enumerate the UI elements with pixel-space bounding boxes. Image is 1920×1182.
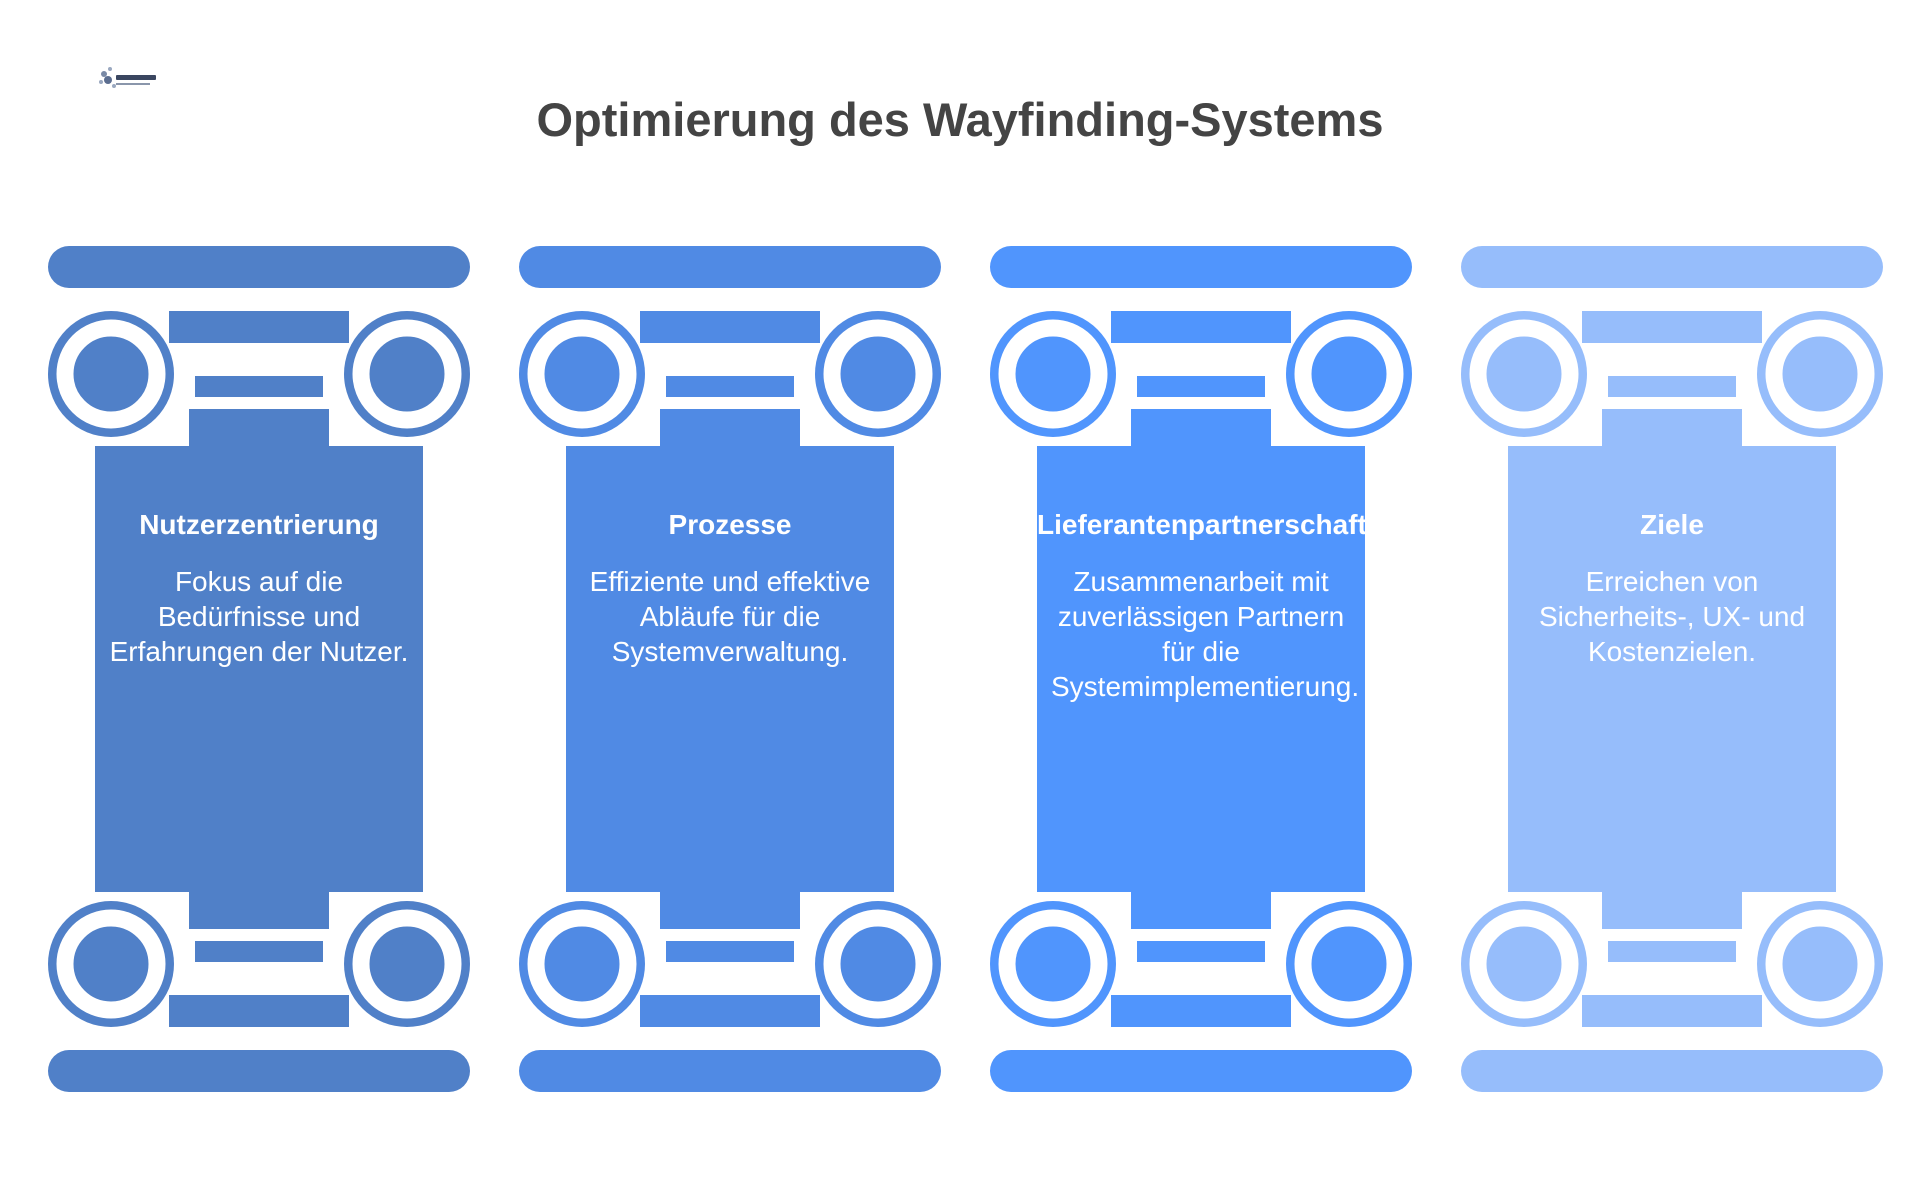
- pillar-description: Zusammenarbeit mit zuverlässigen Partner…: [1051, 566, 1360, 702]
- pillar-shape: [1461, 246, 1883, 1092]
- pillar-nutzerzentrierung: Nutzerzentrierung Fokus auf die Bedürfni…: [48, 246, 470, 1092]
- pillar-description: Effiziente und effektive Abläufe für die…: [589, 566, 871, 667]
- pillar-title: Lieferantenpartnerschaft: [1037, 509, 1367, 540]
- pillar-prozesse: Prozesse Effiziente und effektive Abläuf…: [519, 246, 941, 1092]
- file-connect-logo: [99, 67, 156, 88]
- pillar-ziele: Ziele Erreichen von Sicherheits-, UX- un…: [1461, 246, 1883, 1092]
- pillar-description: Erreichen von Sicherheits-, UX- und Kost…: [1538, 566, 1806, 667]
- pillar-title: Prozesse: [668, 509, 792, 540]
- pillar-lieferantenpartnerschaft: Lieferantenpartnerschaft Zusammenarbeit …: [990, 246, 1412, 1092]
- pillar-shape: [990, 246, 1412, 1092]
- page-title: Optimierung des Wayfinding-Systems: [536, 93, 1384, 146]
- pillar-title: Nutzerzentrierung: [139, 509, 379, 540]
- pillar-shape: [519, 246, 941, 1092]
- pillar-title: Ziele: [1640, 509, 1704, 540]
- pillar-description: Fokus auf die Bedürfnisse und Erfahrunge…: [109, 566, 409, 667]
- pillar-shape: [48, 246, 470, 1092]
